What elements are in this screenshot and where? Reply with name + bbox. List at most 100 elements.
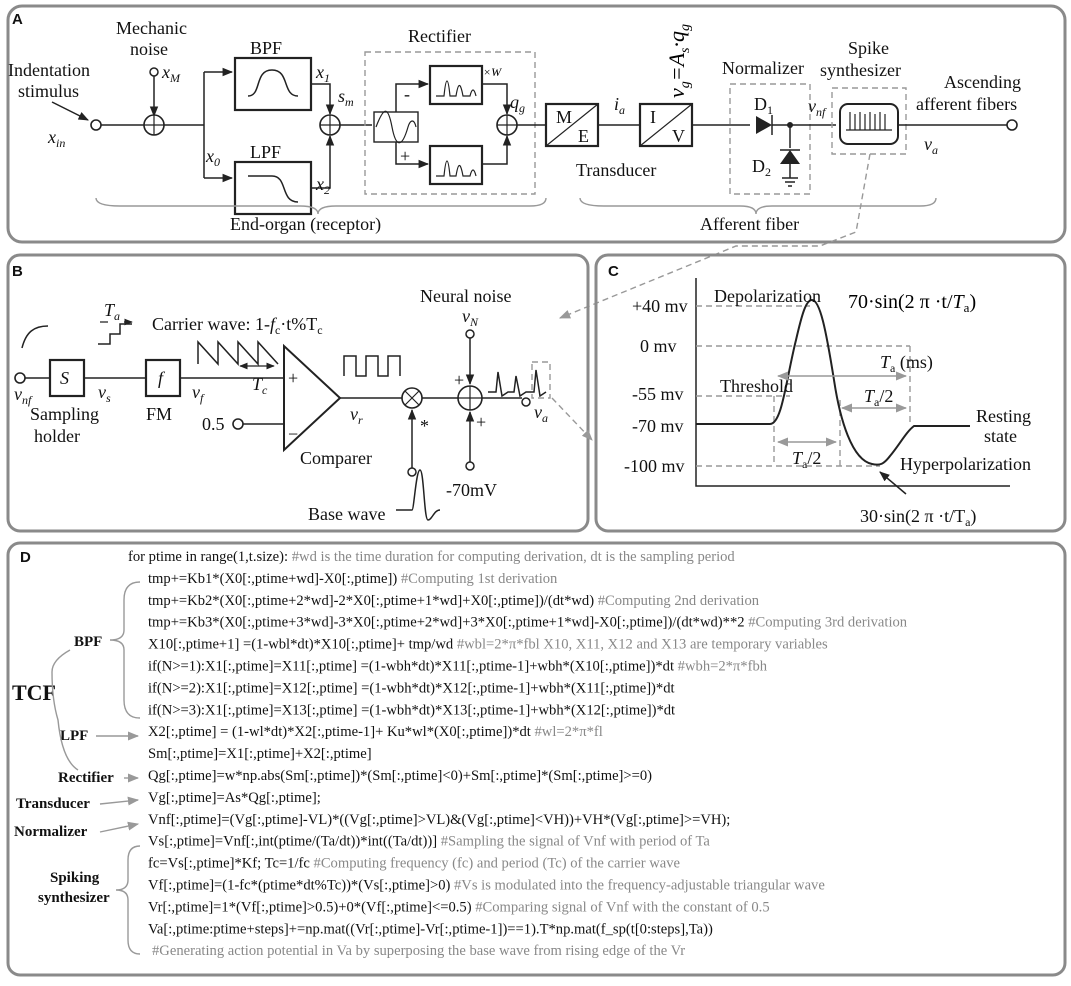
half-node [232,418,244,430]
panel-b-frame [6,253,590,533]
comparer-triangle [283,343,342,453]
panel-b-letter: B [12,263,23,280]
depol-label: Depolarization [714,286,821,306]
sum-b-plus2: + [476,412,486,432]
cat-normalizer: Normalizer [14,824,88,840]
stimulus-arrow [51,101,89,121]
carrier-label: Carrier wave: 1-fc·t%Tc [152,314,323,337]
rect-plus: + [400,146,410,166]
ia-label: ia [614,94,625,117]
rect-lower-block [428,144,484,186]
code-line: Vf[:,ptime]=(1-fc*(ptime*dt%Tc))*(Vs[:,p… [148,878,825,894]
code-line: Sm[:,ptime]=X1[:,ptime]+X2[:,ptime] [148,746,372,762]
base-wave-label: Base wave [308,504,385,524]
iv-block: I V [638,102,694,148]
tc-label: Tc [252,374,268,397]
normalizer-label: Normalizer [722,58,804,78]
cat-synthesizer: synthesizer [38,890,110,906]
code-line: X2[:,ptime] = (1-wl*dt)*X2[:,ptime-1]+ K… [148,724,603,740]
comp-minus: − [288,424,298,444]
resting-label: Resting [976,406,1031,426]
code-comment: #Computing 2nd derivation [594,593,760,609]
stimulus-label: stimulus [18,81,79,101]
rect-input-wave [373,110,419,144]
code-line: #Generating action potential in Va by su… [152,943,685,959]
code-line: for ptime in range(1,t.size): #wd is the… [128,549,735,565]
vs-label: vs [98,382,111,405]
panel-a-letter: A [12,11,23,28]
sum-node-1 [143,114,165,136]
end-organ-label: End-organ (receptor) [230,214,381,235]
code-comment: #Computing 1st derivation [397,571,558,587]
state-label: state [984,426,1017,446]
noise-label: noise [130,39,168,59]
neg70-label: -70mV [446,480,497,500]
code-comment: #wbh=2*π*fbh [674,659,768,675]
y55-label: -55 mv [632,384,684,404]
spike-label: Spike [848,38,889,58]
code-text: Vnf[:,ptime]=(Vg[:,ptime]-VL)*((Vg[:,pti… [148,812,730,828]
tcf-label: TCF [12,680,56,705]
times-w-label: ×W [483,65,502,79]
cat-transducer: Transducer [16,796,90,812]
afferent-fiber-label: Afferent fiber [700,214,799,234]
code-line: if(N>=3):X1[:,ptime]=X13[:,ptime] =(1-wb… [148,702,675,718]
y40-label: +40 mv [632,296,688,316]
bpf-block [233,56,313,112]
code-text: tmp+=Kb1*(X0[:,ptime+wd]-X0[:,ptime]) [148,571,397,587]
rectifier-region [364,51,536,195]
code-line: tmp+=Kb3*(X0[:,ptime+3*wd]-3*X0[:,ptime+… [148,615,908,631]
sum-node-3 [496,114,518,136]
sawtooth-wave [197,340,279,366]
afferent-label: afferent fibers [916,94,1017,114]
base-wave-shape [396,469,441,521]
panel-d: D TCF BPF LPF Rectifier Transducer Norma… [6,541,1067,977]
ascending-label: Ascending [944,72,1021,92]
code-comment: #wd is the time duration for computing d… [288,549,735,565]
code-comment: #Vs is modulated into the frequency-adju… [450,878,824,894]
panel-a-frame [6,4,1067,244]
code-text: if(N>=2):X1[:,ptime]=X12[:,ptime] =(1-wb… [148,680,675,696]
me-block: M E [544,102,600,148]
afferent-brace [579,197,937,215]
indentation-label: Indentation [8,60,90,80]
b-va-label: va [534,402,548,425]
code-text: if(N>=1):X1[:,ptime]=X11[:,ptime] =(1-wb… [148,659,674,675]
connector-b-c [551,397,593,441]
code-comment: #Computing frequency (fc) and period (Tc… [310,856,680,872]
svg-text:M: M [556,107,572,127]
code-line: X10[:,ptime+1] =(1-wbl*dt)*X10[:,ptime]+… [148,637,828,653]
y0-label: 0 mv [640,336,677,356]
ta-ms-label: Ta (ms) [880,352,933,375]
panel-a: A Indentation stimulus xin Mechanic nois… [6,4,1067,244]
vn-label: vN [462,306,479,329]
mechanic-label: Mechanic [116,18,187,38]
code-text: X2[:,ptime] = (1-wl*dt)*X2[:,ptime-1]+ K… [148,724,531,740]
normalizer-region [729,83,811,195]
threshold-label: Threshold [720,376,793,396]
b-vnf-label: vnf [14,384,33,407]
s-box-label: S [60,368,69,388]
code-line: if(N>=1):X1[:,ptime]=X11[:,ptime] =(1-wb… [148,659,768,675]
formula-bottom-label: 30·sin(2 π ·t/Ta) [860,506,976,529]
x-in-label: xin [47,127,65,150]
synthesizer-label: synthesizer [820,60,901,80]
code-line: fc=Vs[:,ptime]*Kf; Tc=1/fc #Computing fr… [148,856,680,872]
code-line: Vnf[:,ptime]=(Vg[:,ptime]-VL)*((Vg[:,pti… [148,812,730,828]
svg-text:E: E [578,126,589,146]
star-label: * [420,416,429,436]
code-comment: #Comparing signal of Vnf with the consta… [472,899,770,915]
code-line: if(N>=2):X1[:,ptime]=X12[:,ptime] =(1-wb… [148,680,675,696]
wire-x2 [311,134,335,189]
d1-label: D1 [754,94,773,117]
connector-a-b [558,153,871,319]
x1-label: x1 [315,62,330,85]
sampling-label: Sampling [30,404,99,424]
vf-label: vf [192,382,205,405]
code-text: tmp+=Kb2*(X0[:,ptime+2*wd]-2*X0[:,ptime+… [148,593,594,609]
code-line: Qg[:,ptime]=w*np.abs(Sm[:,ptime])*(Sm[:,… [148,768,652,784]
diode-d2 [780,149,800,187]
rect-upper-block [428,64,484,106]
neural-noise-label: Neural noise [420,286,511,306]
f-box-label: f [158,368,166,388]
